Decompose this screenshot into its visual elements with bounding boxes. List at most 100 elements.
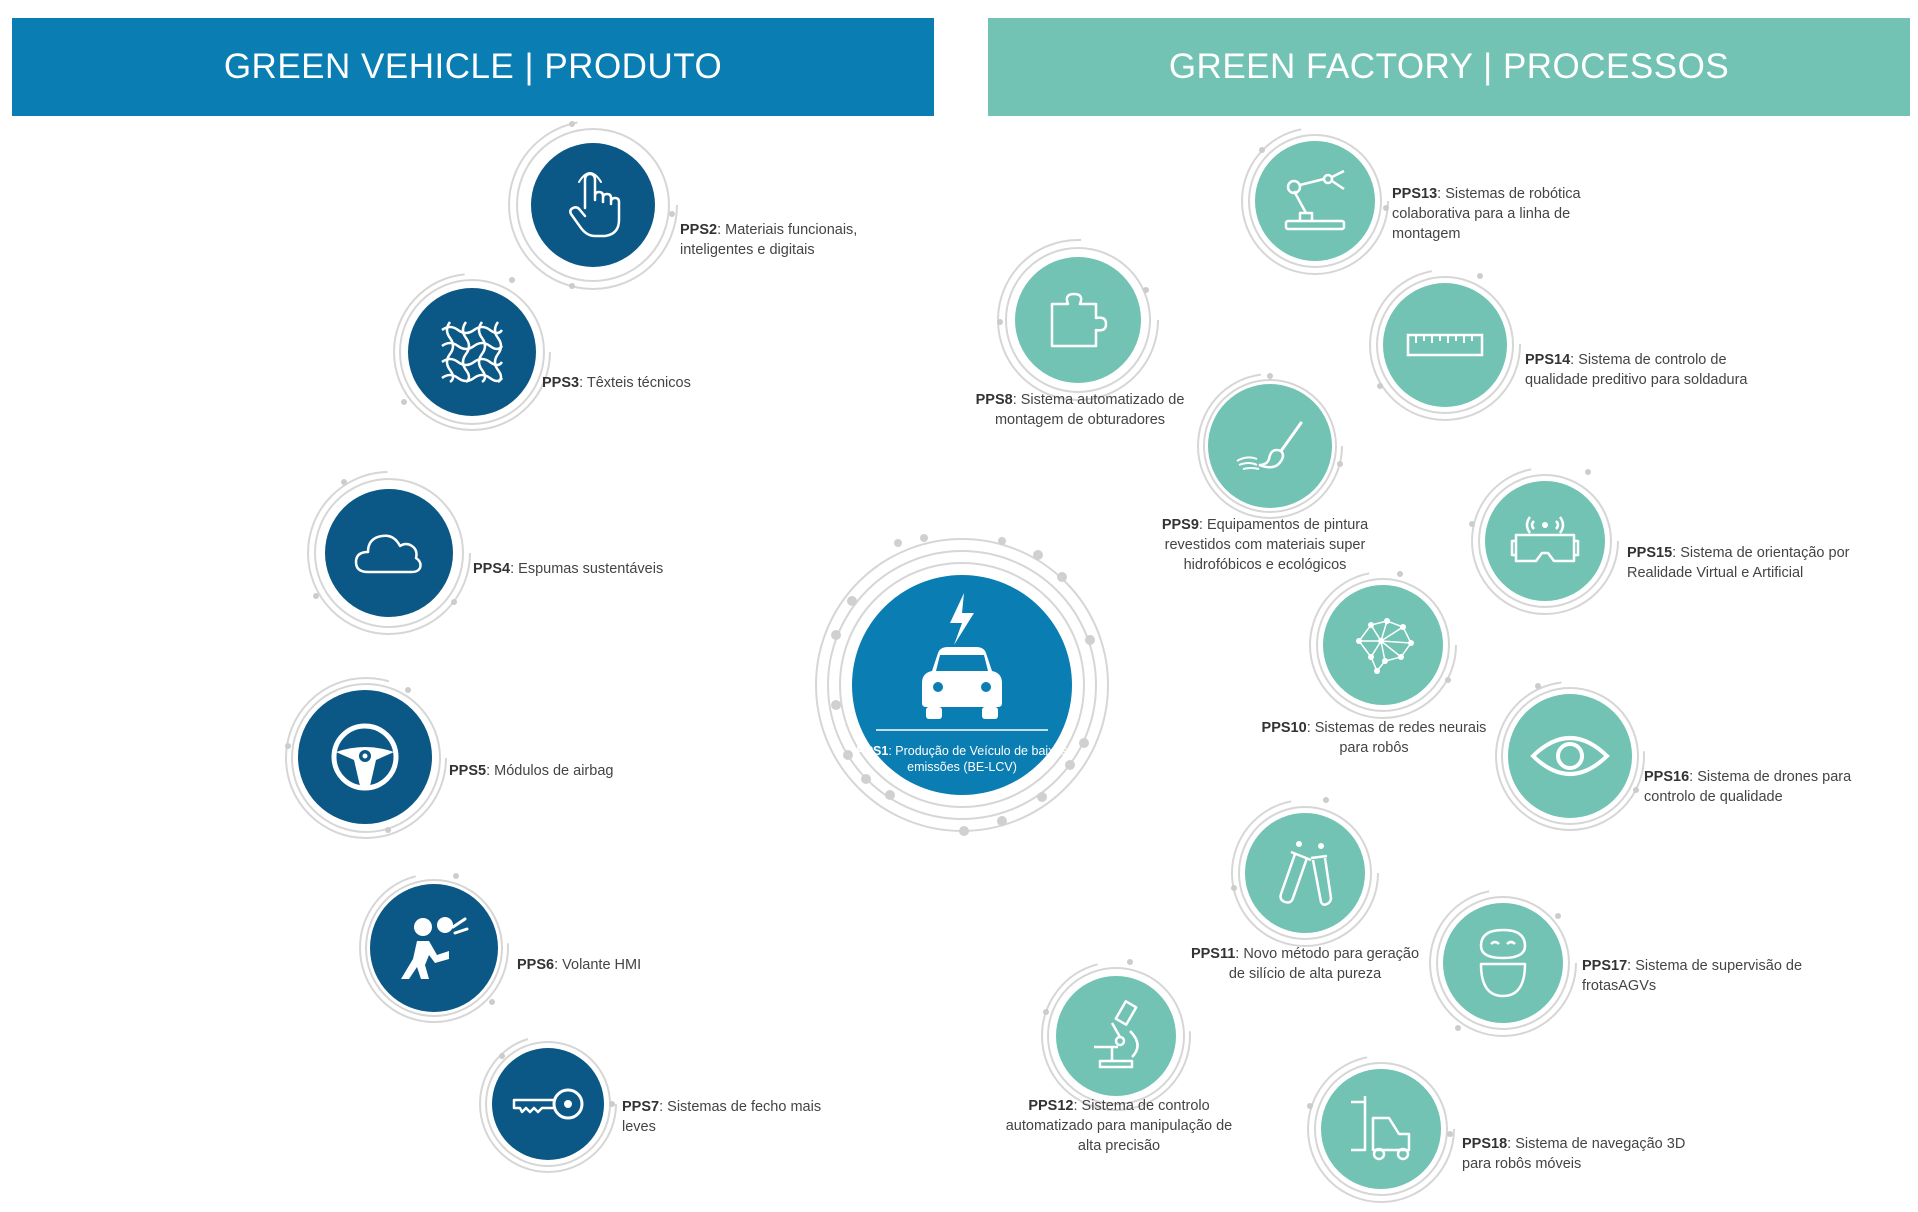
node-pps2[interactable] bbox=[508, 120, 678, 290]
node-pps4-rings bbox=[307, 471, 471, 635]
node-pps6[interactable] bbox=[358, 872, 510, 1024]
node-pps14-rings bbox=[1369, 269, 1521, 421]
cloud-icon bbox=[354, 534, 422, 574]
label-pps7-text: : Sistemas de fecho mais leves bbox=[622, 1099, 822, 1135]
node-pps3-disc bbox=[408, 288, 536, 416]
textile-weave-icon bbox=[441, 321, 504, 384]
node-pps9[interactable] bbox=[1196, 372, 1344, 520]
steering-wheel-icon bbox=[331, 723, 399, 791]
node-pps12[interactable] bbox=[1040, 959, 1192, 1112]
node-pps17[interactable] bbox=[1428, 888, 1578, 1038]
paint-brush-icon bbox=[1236, 421, 1303, 470]
node-pps18-disc bbox=[1321, 1069, 1441, 1189]
node-pps1-text: : Produção de Veículo de baixas emissões… bbox=[888, 744, 1068, 774]
label-pps16-text: : Sistema de drones para controlo de qua… bbox=[1644, 769, 1852, 805]
label-pps2-code: PPS2 bbox=[680, 222, 718, 238]
label-pps17: PPS17: Sistema de supervisão de frotasAG… bbox=[1582, 956, 1822, 996]
touch-hand-icon bbox=[569, 172, 621, 238]
service-robot-icon bbox=[1479, 928, 1527, 998]
node-pps6-rings bbox=[359, 873, 509, 1023]
green-vehicle-banner: GREEN VEHICLE | PRODUTO bbox=[12, 18, 934, 116]
label-pps10: PPS10: Sistemas de redes neurais para ro… bbox=[1254, 718, 1494, 758]
airbag-person-icon bbox=[401, 917, 469, 979]
node-pps3-rings bbox=[393, 273, 551, 431]
node-pps12-disc bbox=[1056, 976, 1176, 1096]
node-pps17-rings bbox=[1429, 889, 1577, 1037]
neural-brain-icon bbox=[1356, 618, 1414, 674]
node-pps2-disc bbox=[531, 143, 655, 267]
node-pps5[interactable] bbox=[284, 676, 448, 840]
ruler-icon bbox=[1406, 333, 1484, 357]
label-pps8-text: : Sistema automatizado de montagem de ob… bbox=[994, 392, 1185, 428]
node-pps14[interactable] bbox=[1368, 268, 1522, 422]
robot-arm-icon bbox=[1284, 169, 1346, 231]
node-pps16[interactable] bbox=[1494, 680, 1646, 832]
node-pps15-rings bbox=[1469, 467, 1619, 615]
node-pps15[interactable] bbox=[1469, 466, 1620, 616]
node-pps9-disc bbox=[1208, 384, 1332, 508]
node-pps4[interactable] bbox=[306, 470, 472, 636]
label-pps3-code: PPS3 bbox=[542, 375, 580, 391]
label-pps16-code: PPS16 bbox=[1644, 769, 1690, 785]
node-pps11[interactable] bbox=[1230, 797, 1380, 948]
green-vehicle-title: GREEN VEHICLE | PRODUTO bbox=[223, 47, 723, 86]
node-pps8[interactable] bbox=[996, 238, 1160, 402]
label-pps13-text: : Sistemas de robótica colaborativa para… bbox=[1392, 186, 1581, 242]
label-pps15-code: PPS15 bbox=[1627, 545, 1673, 561]
node-pps1-code: PPS1 bbox=[856, 744, 889, 758]
node-pps18-rings bbox=[1307, 1055, 1455, 1203]
label-pps17-text: : Sistema de supervisão de frotasAGVs bbox=[1582, 958, 1803, 994]
node-pps3[interactable] bbox=[392, 272, 552, 432]
forklift-icon bbox=[1351, 1096, 1411, 1161]
node-pps1-disc: PPS1: Produção de Veículo de baixas emis… bbox=[852, 575, 1072, 795]
label-pps15-text: : Sistema de orientação por Realidade Vi… bbox=[1627, 545, 1850, 581]
node-pps1[interactable]: PPS1: Produção de Veículo de baixas emis… bbox=[812, 534, 1112, 836]
label-pps4-code: PPS4 bbox=[473, 561, 511, 577]
label-pps6-code: PPS6 bbox=[517, 957, 555, 973]
node-pps7-disc bbox=[492, 1048, 604, 1160]
node-pps9-rings bbox=[1197, 373, 1343, 519]
label-pps8-code: PPS8 bbox=[975, 392, 1013, 408]
node-pps8-rings bbox=[997, 239, 1159, 401]
label-pps15: PPS15: Sistema de orientação por Realida… bbox=[1627, 543, 1867, 583]
label-pps12-text: : Sistema de controlo automatizado para … bbox=[1005, 1098, 1233, 1154]
label-pps9-code: PPS9 bbox=[1161, 517, 1199, 533]
node-pps18[interactable] bbox=[1306, 1054, 1456, 1204]
test-tubes-icon bbox=[1279, 841, 1333, 906]
node-pps10[interactable] bbox=[1308, 570, 1458, 720]
label-pps12: PPS12: Sistema de controlo automatizado … bbox=[994, 1096, 1244, 1156]
node-pps7[interactable] bbox=[478, 1034, 618, 1174]
label-pps13-code: PPS13 bbox=[1392, 186, 1438, 202]
node-pps2-rings bbox=[508, 120, 678, 290]
label-pps7: PPS7: Sistemas de fecho mais leves bbox=[622, 1097, 832, 1137]
label-pps18-code: PPS18 bbox=[1462, 1136, 1508, 1152]
node-pps16-disc bbox=[1508, 694, 1632, 818]
label-pps14-code: PPS14 bbox=[1525, 352, 1571, 368]
label-pps11-code: PPS11 bbox=[1190, 946, 1236, 962]
eye-icon bbox=[1530, 736, 1610, 776]
label-pps5: PPS5: Módulos de airbag bbox=[449, 761, 669, 781]
label-pps16: PPS16: Sistema de drones para controlo d… bbox=[1644, 767, 1884, 807]
node-pps8-disc bbox=[1015, 257, 1141, 383]
label-pps2-text: : Materiais funcionais, inteligentes e d… bbox=[680, 222, 858, 258]
label-pps4-text: : Espumas sustentáveis bbox=[510, 561, 664, 577]
label-pps9-text: : Equipamentos de pintura revestidos com… bbox=[1164, 517, 1369, 573]
label-pps5-text: : Módulos de airbag bbox=[486, 763, 614, 779]
node-pps13[interactable] bbox=[1240, 126, 1390, 276]
label-pps10-text: : Sistemas de redes neurais para robôs bbox=[1306, 720, 1487, 756]
node-pps11-rings bbox=[1231, 797, 1379, 947]
microscope-icon bbox=[1094, 1000, 1139, 1069]
node-pps16-rings bbox=[1495, 681, 1645, 831]
green-factory-banner: GREEN FACTORY | PROCESSOS bbox=[988, 18, 1910, 116]
label-pps11-text: : Novo método para geração de silício de… bbox=[1228, 946, 1420, 982]
label-pps11: PPS11: Novo método para geração de silíc… bbox=[1190, 944, 1420, 984]
label-pps4: PPS4: Espumas sustentáveis bbox=[473, 559, 693, 579]
key-icon bbox=[512, 1088, 584, 1120]
node-pps1-rings bbox=[815, 534, 1109, 836]
label-pps7-code: PPS7 bbox=[622, 1099, 660, 1115]
node-pps11-disc bbox=[1245, 813, 1365, 933]
node-pps13-rings bbox=[1241, 127, 1389, 275]
green-factory-title: GREEN FACTORY | PROCESSOS bbox=[1168, 47, 1730, 86]
vr-headset-icon bbox=[1510, 516, 1580, 563]
node-pps5-rings bbox=[285, 677, 447, 839]
